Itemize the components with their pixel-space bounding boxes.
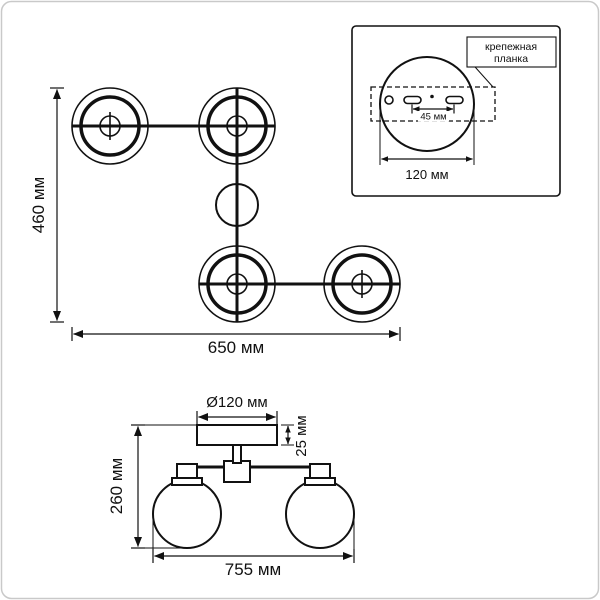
socket-left xyxy=(176,463,198,479)
dim-plate-width-120: 120 мм xyxy=(379,107,475,182)
dim-canopy-diameter: Ø120 мм xyxy=(196,394,278,424)
side-view: Ø120 мм 25 мм 260 мм 755 мм xyxy=(107,394,355,579)
socket-flange-left xyxy=(171,477,203,486)
fixture-width-label: 755 мм xyxy=(225,560,281,579)
label-backplate xyxy=(418,111,449,122)
top-view: 460 мм 650 мм xyxy=(29,86,402,357)
callout-label-line2: планка xyxy=(494,53,528,65)
dim-width-755: 755 мм xyxy=(152,520,355,579)
dim-height-460: 460 мм xyxy=(29,87,64,323)
central-hub xyxy=(215,183,259,227)
dim-canopy-height-25: 25 мм xyxy=(281,415,310,457)
canopy-diameter-label: Ø120 мм xyxy=(206,394,268,411)
socket-right xyxy=(309,463,331,479)
mount-center-dot xyxy=(430,94,434,99)
height-dimension-label: 460 мм xyxy=(29,177,48,233)
mount-inset: 45 мм 120 мм крепежная планка xyxy=(351,25,561,197)
hole-spacing-label: 45 мм xyxy=(420,112,446,123)
arm-hub-block xyxy=(223,460,251,483)
stem xyxy=(232,444,242,464)
socket-flange-right xyxy=(304,477,336,486)
mount-hole-slot-right xyxy=(445,95,464,105)
mount-hole-slot-left xyxy=(403,95,422,105)
mount-plate-circle xyxy=(379,56,475,152)
dim-height-260: 260 мм xyxy=(107,424,196,549)
ceiling-canopy xyxy=(196,424,278,446)
width-dimension-label: 650 мм xyxy=(208,338,264,357)
glass-shade-left xyxy=(152,479,222,549)
glass-shade-right xyxy=(285,479,355,549)
callout-label-line1: крепежная xyxy=(485,41,537,53)
mount-holes xyxy=(384,94,464,105)
canopy-height-label: 25 мм xyxy=(293,415,310,456)
callout-mounting-bar: крепежная планка xyxy=(466,36,557,88)
inset-frame xyxy=(351,25,561,197)
plate-width-label: 120 мм xyxy=(405,167,448,182)
mount-hole-round xyxy=(384,95,394,105)
fixture-height-label: 260 мм xyxy=(107,458,126,514)
dim-width-650: 650 мм xyxy=(71,327,401,357)
dim-hole-spacing-45: 45 мм xyxy=(411,104,455,123)
callout-box xyxy=(466,36,557,68)
